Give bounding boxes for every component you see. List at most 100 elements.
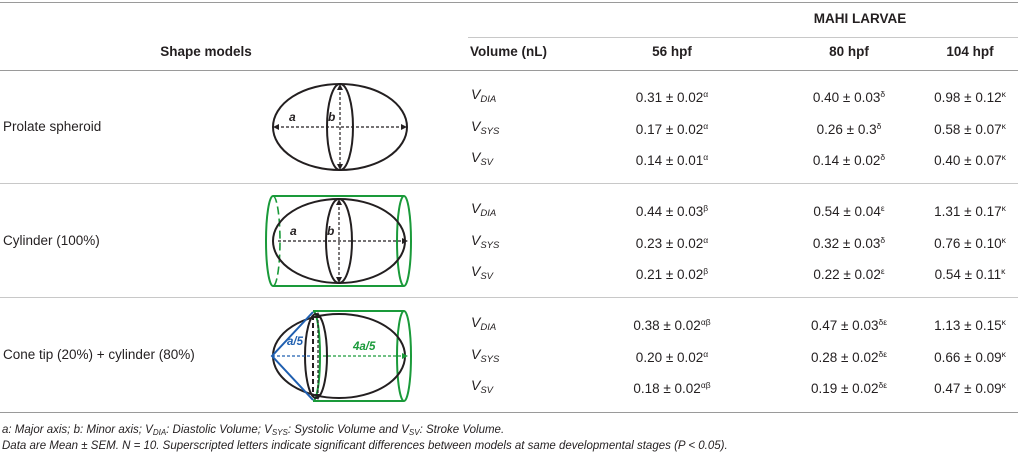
volume-variable-sv: VSV (471, 149, 493, 171)
variable-symbol: V (471, 117, 481, 134)
footnote-text: a: Major axis; b: Minor axis; V (2, 424, 153, 436)
bottom-rule (0, 412, 1018, 413)
significance-letter: αβ (700, 380, 711, 390)
variable-symbol: V (471, 231, 481, 248)
value-cell-56hpf: 0.14 ± 0.01α (636, 149, 708, 169)
significance-letter: κ (1001, 266, 1006, 276)
value-cell-80hpf: 0.32 ± 0.03δ (813, 232, 885, 252)
value-cell-80hpf: 0.19 ± 0.02δε (811, 377, 887, 397)
footnote-sub: DIA (152, 428, 167, 437)
value-cell-104hpf: 0.47 ± 0.09κ (934, 377, 1006, 397)
stage-header-56: 56 hpf (652, 44, 692, 59)
value-cell-56hpf: 0.44 ± 0.03β (636, 200, 708, 220)
variable-symbol: V (471, 377, 481, 393)
model-name-cylinder: Cylinder (100%) (3, 233, 100, 248)
mean-sem-value: 0.18 ± 0.02 (633, 381, 701, 396)
variable-subscript: SV (480, 385, 494, 396)
variable-subscript: SYS (480, 353, 500, 365)
group-title: MAHI LARVAE (813, 11, 907, 26)
mean-sem-value: 0.54 ± 0.11 (934, 267, 1002, 282)
footnote-text: : Diastolic Volume; V (166, 424, 272, 436)
value-cell-80hpf: 0.26 ± 0.3δ (817, 118, 882, 138)
significance-letter: κ (1001, 120, 1006, 131)
variable-subscript: DIA (480, 94, 497, 105)
significance-letter: αβ (700, 317, 711, 327)
value-cell-56hpf: 0.31 ± 0.02α (636, 86, 708, 106)
top-rule (0, 2, 1018, 3)
cylinder-diagram: a b (265, 195, 412, 287)
cone-cylinder-diagram: a/5 4a/5 (270, 310, 412, 402)
volume-variable-dia: VDIA (471, 86, 496, 108)
variable-subscript: SV (480, 157, 494, 168)
footnote-statistics: Data are Mean ± SEM. N = 10. Superscript… (2, 440, 728, 452)
mean-sem-value: 0.58 ± 0.07 (934, 121, 1002, 137)
significance-letter: ε (880, 203, 885, 213)
mean-sem-value: 0.98 ± 0.12 (934, 90, 1002, 105)
significance-letter: δε (878, 380, 887, 390)
value-cell-56hpf: 0.17 ± 0.02α (636, 118, 708, 138)
significance-letter: α (703, 348, 709, 359)
value-cell-56hpf: 0.18 ± 0.02αβ (633, 377, 710, 397)
mean-sem-value: 0.47 ± 0.03 (811, 318, 879, 333)
value-cell-104hpf: 1.31 ± 0.17κ (934, 200, 1006, 220)
value-cell-56hpf: 0.21 ± 0.02β (636, 263, 708, 283)
stage-header-80: 80 hpf (829, 44, 869, 59)
mean-sem-value: 0.22 ± 0.02 (813, 267, 881, 282)
significance-letter: δ (880, 89, 886, 99)
mean-sem-value: 0.21 ± 0.02 (635, 267, 704, 282)
mean-sem-value: 0.32 ± 0.03 (812, 235, 881, 251)
value-cell-56hpf: 0.20 ± 0.02α (636, 346, 708, 366)
volume-variable-dia: VDIA (471, 200, 496, 222)
minor-axis-label: b (328, 110, 335, 124)
mean-sem-value: 0.54 ± 0.04 (813, 204, 881, 219)
value-cell-80hpf: 0.40 ± 0.03δ (813, 86, 885, 106)
significance-letter: α (703, 89, 709, 99)
variable-symbol: V (471, 263, 481, 279)
variable-symbol: V (471, 314, 481, 330)
volume-variable-sv: VSV (471, 263, 493, 285)
footnote-abbreviations: a: Major axis; b: Minor axis; VDIA: Dias… (2, 423, 504, 440)
mean-sem-value: 0.26 ± 0.3 (816, 121, 877, 137)
significance-letter: δε (878, 348, 887, 359)
group-underline (468, 37, 1018, 38)
variable-subscript: SYS (480, 125, 500, 137)
stage-header-104: 104 hpf (946, 44, 994, 59)
volume-variable-sys: VSYS (471, 118, 499, 140)
value-cell-104hpf: 0.54 ± 0.11κ (935, 263, 1006, 283)
header-rule (0, 70, 1018, 71)
volume-variable-sys: VSYS (471, 346, 499, 368)
volume-header: Volume (nL) (470, 44, 547, 59)
model-name-cone-cylinder: Cone tip (20%) + cylinder (80%) (3, 347, 195, 362)
significance-letter: κ (1001, 89, 1006, 99)
mean-sem-value: 0.66 ± 0.09 (934, 349, 1002, 365)
footnote-text: : Systolic Volume and V (287, 424, 409, 436)
significance-letter: δ (880, 152, 886, 162)
mean-sem-value: 0.17 ± 0.02 (635, 121, 704, 137)
value-cell-56hpf: 0.38 ± 0.02αβ (633, 314, 710, 334)
value-cell-80hpf: 0.22 ± 0.02ε (813, 263, 884, 283)
mean-sem-value: 0.19 ± 0.02 (811, 381, 879, 396)
mean-sem-value: 0.31 ± 0.02 (635, 90, 704, 105)
mean-sem-value: 0.28 ± 0.02 (811, 349, 879, 365)
volume-variable-sys: VSYS (471, 232, 499, 254)
footnote-sub: SYS (271, 428, 288, 437)
significance-letter: κ (1001, 380, 1006, 390)
variable-symbol: V (471, 200, 481, 216)
variable-subscript: DIA (480, 208, 497, 219)
variable-symbol: V (471, 149, 481, 165)
prolate-spheroid-diagram: a b (272, 83, 408, 171)
significance-letter: κ (1001, 152, 1006, 162)
value-cell-80hpf: 0.14 ± 0.02δ (813, 149, 885, 169)
significance-letter: δ (880, 234, 886, 245)
value-cell-104hpf: 0.66 ± 0.09κ (934, 346, 1006, 366)
mean-sem-value: 0.38 ± 0.02 (633, 318, 701, 333)
variable-symbol: V (471, 345, 481, 362)
mean-sem-value: 0.76 ± 0.10 (934, 235, 1002, 251)
footnote-sub: SV (408, 428, 420, 437)
footnote-text: : Stroke Volume. (419, 424, 505, 436)
mean-sem-value: 0.14 ± 0.02 (812, 153, 881, 168)
mean-sem-value: 0.40 ± 0.07 (934, 153, 1002, 168)
significance-letter: α (703, 152, 709, 162)
variable-symbol: V (471, 86, 481, 102)
significance-letter: α (703, 234, 709, 245)
